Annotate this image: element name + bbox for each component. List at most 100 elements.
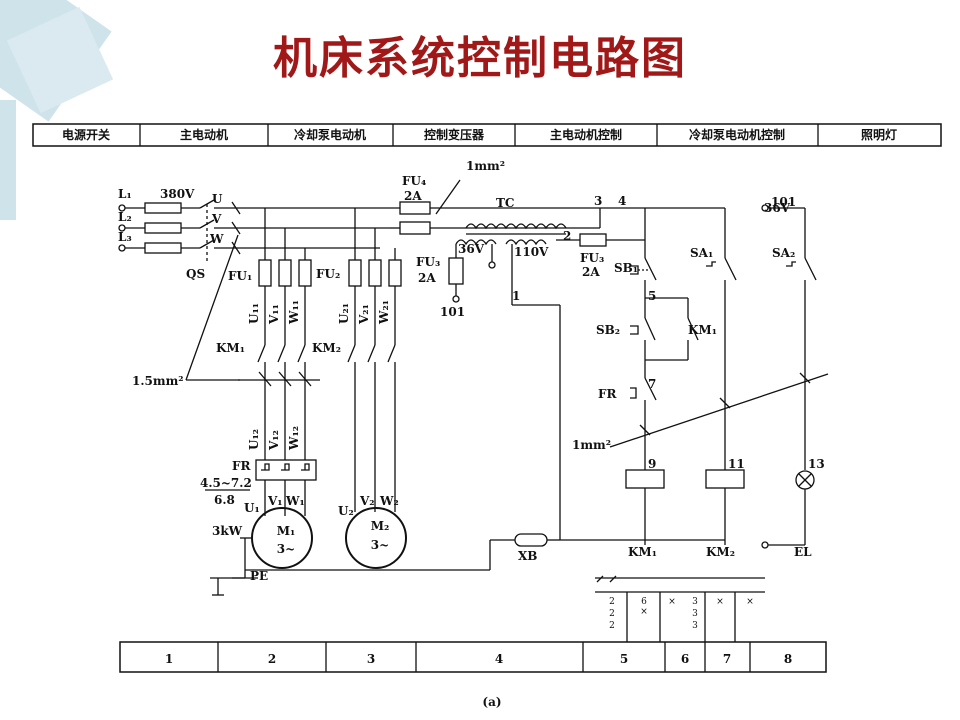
label-36v-light: 36V — [764, 201, 791, 215]
figure-caption: (a) — [482, 695, 501, 709]
header-lighting: 照明灯 — [861, 127, 897, 142]
label-sb1: SB₁ — [614, 261, 638, 275]
label-v1: V₁ — [267, 494, 283, 508]
label-u12: U₁₂ — [247, 429, 261, 450]
footer-cell-2: 2 — [268, 652, 276, 666]
label-w2: W₂ — [379, 494, 399, 508]
header-control-transformer: 控制变压器 — [424, 127, 485, 142]
label-1-5mm2: 1.5mm² — [132, 374, 184, 388]
label-km2-coil: KM₂ — [706, 545, 735, 559]
contact-location-table — [595, 575, 765, 642]
label-fu4-rating: 2A — [404, 189, 422, 203]
fuse-fu4 — [399, 201, 431, 215]
power-input — [118, 199, 400, 262]
label-v2: V₂ — [359, 494, 375, 508]
label-km1-coil: KM₁ — [628, 545, 657, 559]
motor-m1 — [251, 507, 313, 569]
label-el: EL — [794, 545, 812, 559]
table-cell-4c: 3 — [692, 621, 698, 631]
label-v12: V₁₂ — [267, 430, 281, 451]
table-cell-1a: 2 — [609, 597, 615, 607]
label-fu3-lamp-rating: 2A — [418, 271, 436, 285]
footer-cell-4: 4 — [495, 652, 503, 666]
label-1mm2-control: 1mm² — [572, 438, 611, 452]
footer-cell-1: 1 — [165, 652, 173, 666]
label-v11: V₁₁ — [267, 304, 281, 325]
table-cell-1b: 2 — [609, 609, 615, 619]
label-fr-main: FR — [232, 459, 252, 473]
footer-cell-8: 8 — [784, 652, 792, 666]
label-u2: U₂ — [338, 504, 354, 518]
label-node-101-right: 101 — [771, 195, 796, 209]
footer-band: 1 2 3 4 5 6 7 8 — [119, 641, 827, 673]
table-cell-2a: 6 — [641, 597, 647, 607]
bus-cross-marks — [231, 179, 461, 255]
fuse-fu3-lamp — [448, 257, 464, 285]
label-fu1: FU₁ — [228, 269, 252, 283]
footer-cell-6: 6 — [681, 652, 689, 666]
supply-fuse-l2 — [144, 222, 182, 234]
label-fu2: FU₂ — [316, 267, 340, 281]
label-node-5: 5 — [648, 289, 656, 303]
label-fu4: FU₄ — [402, 174, 426, 188]
label-node-101-left: 101 — [440, 305, 465, 319]
label-v: V — [211, 212, 222, 226]
label-km1-main: KM₁ — [216, 341, 245, 355]
label-w11: W₁₁ — [287, 300, 301, 325]
label-m1-phase: 3~ — [277, 542, 295, 556]
label-fu3: FU₃ — [580, 251, 604, 265]
label-m1: M₁ — [277, 524, 296, 538]
fuse-fu1-c — [298, 259, 312, 287]
label-node-4: 4 — [618, 194, 626, 208]
label-l2: L₂ — [118, 210, 132, 224]
label-fu3-rating: 2A — [582, 265, 600, 279]
table-cell-1c: 2 — [609, 621, 615, 631]
main-motor-branch — [205, 208, 320, 596]
label-node-7: 7 — [648, 377, 656, 391]
table-cell-4b: 3 — [692, 609, 698, 619]
supply-fuse-l3 — [144, 242, 182, 254]
coolant-motor-branch — [345, 208, 407, 569]
label-m2: M₂ — [371, 519, 390, 533]
label-1mm2-top: 1mm² — [466, 159, 505, 173]
header-power-switch: 电源开关 — [62, 127, 110, 142]
corner-decoration-band — [0, 100, 16, 220]
label-u: U — [212, 192, 223, 206]
footer-cell-7: 7 — [723, 652, 731, 666]
label-node-9: 9 — [648, 457, 656, 471]
header-main-motor: 主电动机 — [180, 127, 228, 142]
label-l3: L₃ — [118, 230, 132, 244]
label-110v: 110V — [514, 245, 549, 259]
label-km1-hold: KM₁ — [688, 323, 717, 337]
label-v21: V₂₁ — [357, 304, 371, 325]
label-range-1: 4.5~7.2 — [200, 476, 252, 490]
coil-km1 — [625, 469, 665, 489]
label-m2-phase: 3~ — [371, 538, 389, 552]
label-node-11: 11 — [728, 457, 745, 471]
label-tc: TC — [496, 196, 514, 210]
label-36v-tap: 36V — [458, 242, 485, 256]
table-cell-6a: × — [746, 597, 754, 607]
label-w: W — [209, 232, 224, 246]
label-xb: XB — [518, 549, 537, 563]
mm15-leader — [185, 234, 239, 381]
label-node-1: 1 — [512, 289, 520, 303]
label-u1: U₁ — [244, 501, 260, 515]
label-w21: W₂₁ — [377, 300, 391, 325]
table-cell-2b: × — [640, 607, 648, 617]
header-band: 电源开关 主电动机 冷却泵电动机 控制变压器 主电动机控制 冷却泵电动机控制 照… — [32, 123, 942, 147]
label-w12: W₁₂ — [287, 426, 301, 451]
label-node-2: 2 — [563, 229, 571, 243]
fuse-fu2-a — [348, 259, 362, 287]
label-u21: U₂₁ — [337, 303, 351, 324]
footer-cell-3: 3 — [367, 652, 375, 666]
fuse-fu2-b — [368, 259, 382, 287]
supply-fuse-l1 — [144, 202, 182, 214]
label-node-3: 3 — [594, 194, 602, 208]
header-main-motor-control: 主电动机控制 — [550, 127, 622, 142]
footer-cell-5: 5 — [620, 652, 628, 666]
fuse-fu3 — [579, 233, 607, 247]
label-fu3-lamp: FU₃ — [416, 255, 440, 269]
header-coolant-motor: 冷却泵电动机 — [294, 127, 366, 142]
label-node-13: 13 — [808, 457, 825, 471]
